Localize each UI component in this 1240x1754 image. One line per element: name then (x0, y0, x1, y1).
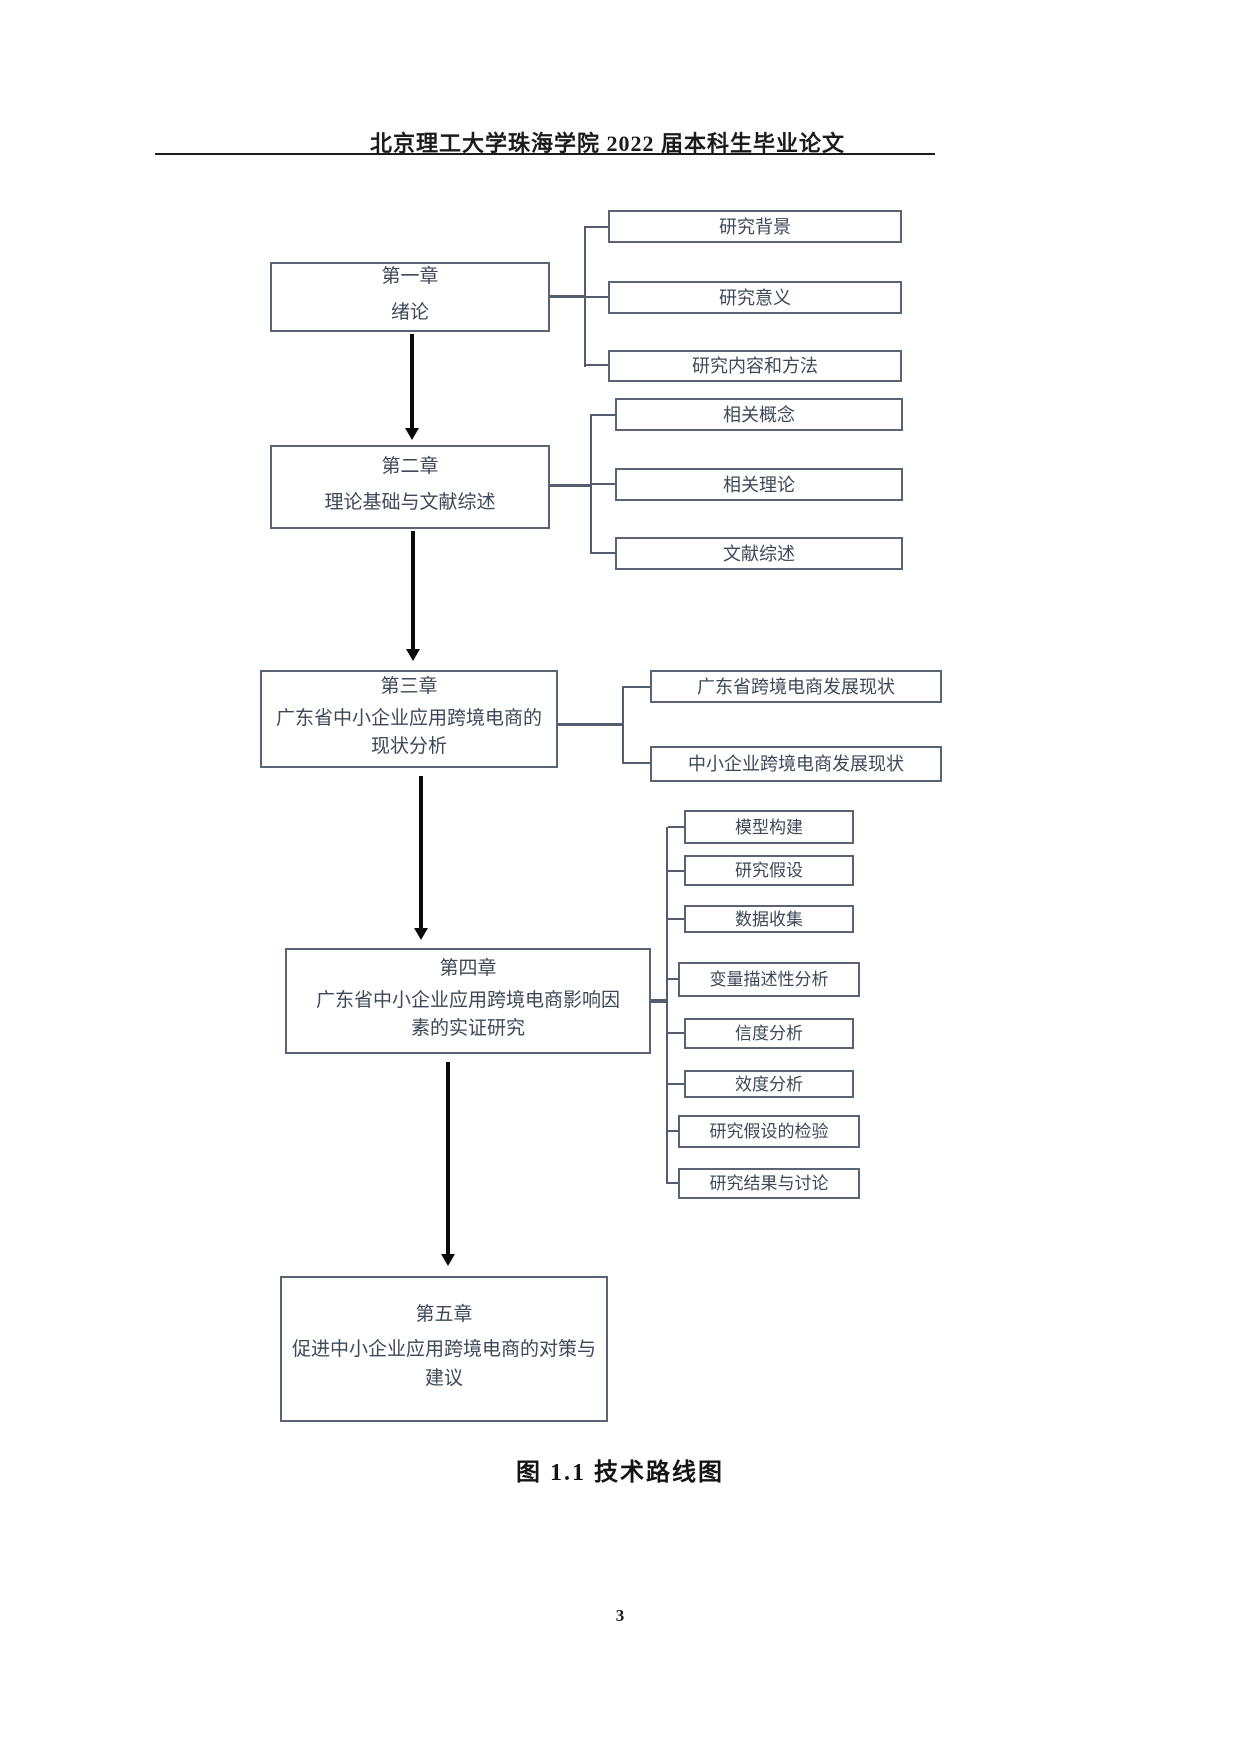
connector-ch4-branch-4 (668, 1032, 684, 1034)
connector-ch2-stub (550, 484, 590, 487)
chapter-2-subtitle: 理论基础与文献综述 (324, 491, 496, 513)
chapter-3-sub-box-0: 广东省跨境电商发展现状 (650, 670, 942, 703)
chapter-3-box: 第三章 广东省中小企业应用跨境电商的现状分析 (260, 670, 558, 768)
connector-ch4-stub (651, 999, 666, 1003)
chapter-1-subtitle: 绪论 (390, 301, 429, 323)
connector-ch1-branch-2 (586, 364, 608, 366)
chapter-4-sub-box-3: 变量描述性分析 (678, 962, 860, 997)
chapter-4-sub-box-1: 研究假设 (684, 855, 854, 886)
page-number: 3 (615, 1606, 625, 1625)
chapter-5-subtitle: 促进中小企业应用跨境电商的对策与建议 (291, 1339, 596, 1389)
connector-ch2-spine (590, 414, 592, 554)
connector-ch2-branch-0 (592, 414, 615, 416)
chapter-4-box: 第四章 广东省中小企业应用跨境电商影响因素的实证研究 (285, 948, 651, 1054)
chapter-3-sub-box-1: 中小企业跨境电商发展现状 (650, 746, 942, 782)
connector-ch1-stub (550, 295, 584, 298)
chapter-4-sub-box-6: 研究假设的检验 (678, 1115, 860, 1148)
chapter-4-sub-box-0: 模型构建 (684, 810, 854, 844)
chapter-2-sub-box-1: 相关理论 (615, 468, 903, 501)
connector-ch4-branch-1 (668, 870, 684, 872)
arrow-ch4-ch5-head (441, 1254, 455, 1266)
arrow-ch2-ch3-shaft (411, 531, 415, 649)
arrow-ch4-ch5-shaft (446, 1062, 450, 1254)
chapter-2-sub-box-0: 相关概念 (615, 398, 903, 431)
connector-ch1-branch-0 (586, 226, 608, 228)
connector-ch1-spine (584, 226, 586, 367)
chapter-1-sub-box-2: 研究内容和方法 (608, 350, 902, 382)
chapter-1-sub-box-1: 研究意义 (608, 281, 902, 314)
connector-ch4-branch-0 (668, 826, 684, 828)
connector-ch4-spine (666, 827, 668, 1184)
connector-ch3-branch-1 (624, 762, 650, 764)
chapter-4-sub-box-5: 效度分析 (684, 1070, 854, 1098)
chapter-4-title: 第四章 (439, 957, 497, 979)
chapter-1-sub-box-0: 研究背景 (608, 210, 902, 243)
arrow-ch2-ch3-head (406, 649, 420, 661)
arrow-ch3-ch4-head (414, 928, 428, 940)
chapter-5-title: 第五章 (415, 1304, 473, 1325)
arrow-ch1-ch2-head (405, 428, 419, 440)
chapter-1-box: 第一章 绪论 (270, 262, 550, 332)
connector-ch3-branch-0 (624, 686, 650, 688)
connector-ch3-stub (558, 723, 622, 726)
connector-ch2-branch-2 (592, 552, 615, 554)
chapter-4-sub-box-4: 信度分析 (684, 1018, 854, 1049)
connector-ch4-branch-7 (668, 1182, 678, 1184)
header-rule (155, 153, 935, 155)
chapter-2-sub-box-2: 文献综述 (615, 537, 903, 570)
chapter-2-box: 第二章 理论基础与文献综述 (270, 445, 550, 529)
connector-ch4-branch-3 (668, 978, 678, 980)
arrow-ch1-ch2-shaft (410, 334, 414, 428)
chapter-2-title: 第二章 (381, 455, 439, 477)
arrow-ch3-ch4-shaft (419, 776, 423, 928)
figure-caption: 图 1.1 技术路线图 (516, 1460, 724, 1486)
chapter-5-box: 第五章 促进中小企业应用跨境电商的对策与建议 (280, 1276, 608, 1422)
chapter-3-title: 第三章 (380, 675, 438, 697)
connector-ch2-branch-1 (592, 483, 615, 485)
connector-ch4-branch-5 (668, 1083, 684, 1085)
page-header-title: 北京理工大学珠海学院 2022 届本科生毕业论文 (370, 131, 846, 156)
connector-ch4-branch-6 (668, 1130, 678, 1132)
connector-ch4-branch-2 (668, 918, 684, 920)
connector-ch1-branch-1 (586, 296, 608, 298)
chapter-4-subtitle: 广东省中小企业应用跨境电商影响因素的实证研究 (315, 989, 620, 1040)
chapter-4-sub-box-7: 研究结果与讨论 (678, 1168, 860, 1199)
chapter-1-title: 第一章 (381, 265, 439, 287)
connector-ch3-spine (622, 686, 624, 764)
chapter-4-sub-box-2: 数据收集 (684, 905, 854, 933)
chapter-3-subtitle: 广东省中小企业应用跨境电商的现状分析 (275, 707, 542, 758)
